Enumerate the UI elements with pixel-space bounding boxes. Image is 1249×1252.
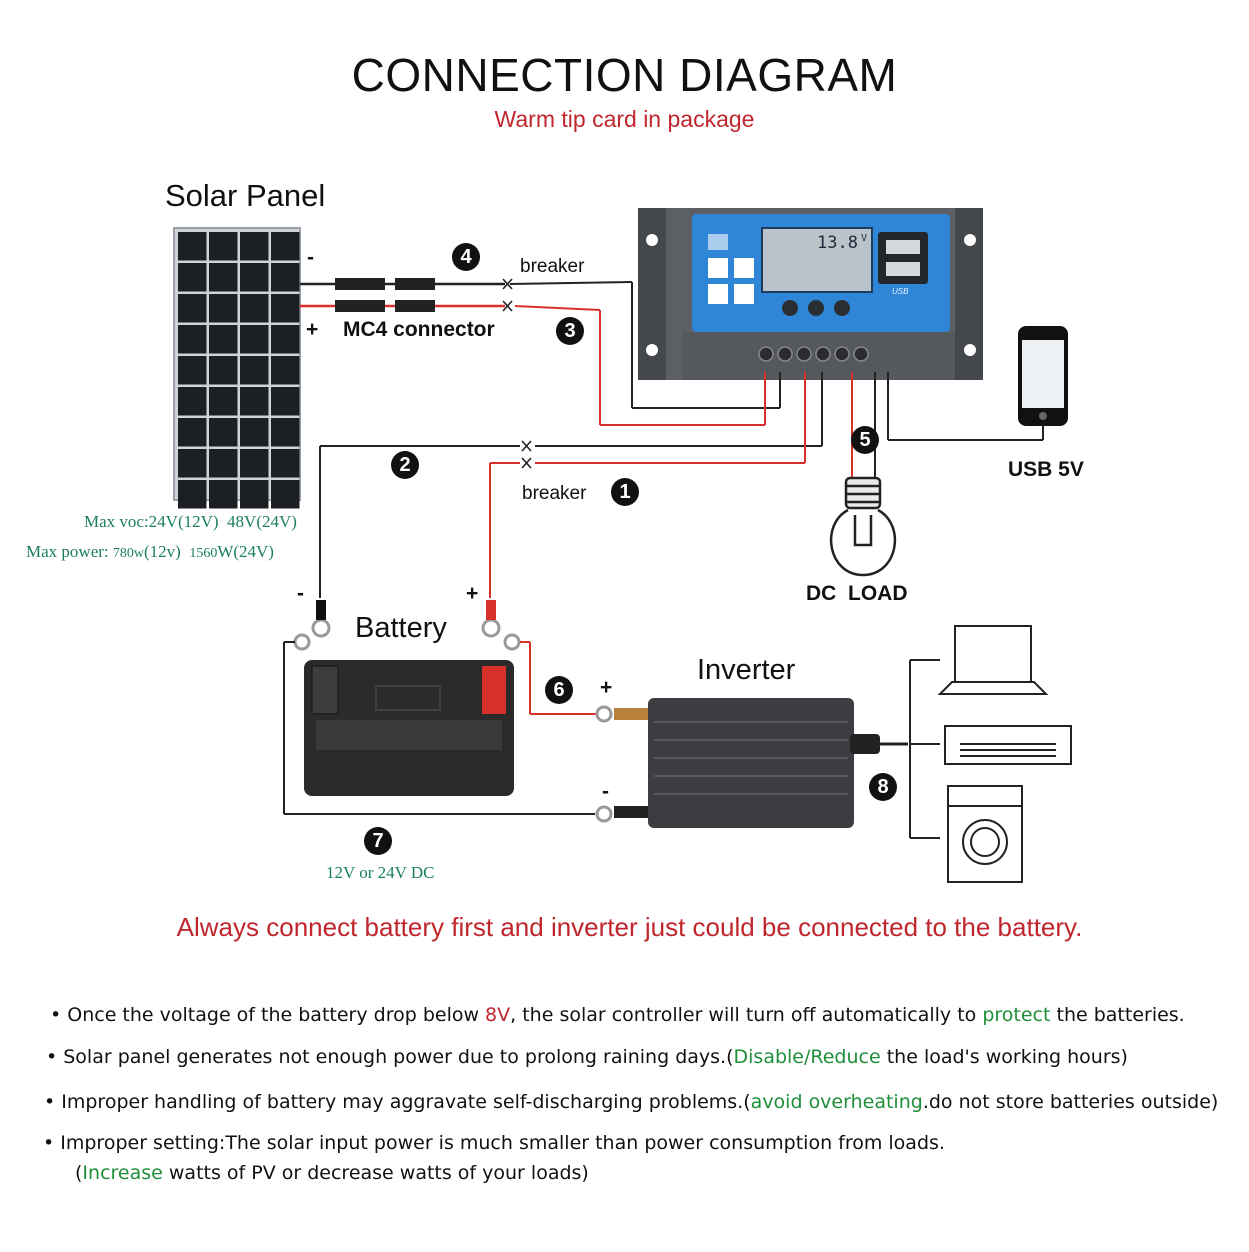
- solar-panel-graphic: [173, 227, 301, 509]
- step-8-badge: 8: [869, 773, 897, 801]
- solar-cell: [240, 263, 269, 292]
- solar-cell: [178, 449, 207, 478]
- solar-cell: [240, 294, 269, 323]
- controller-terminal: [777, 346, 793, 362]
- solar-cell: [178, 325, 207, 354]
- battery-wires: [319, 372, 1044, 598]
- solar-cell: [178, 356, 207, 385]
- page-subtitle: Warm tip card in package: [494, 106, 755, 132]
- lcd-display: [761, 227, 873, 293]
- step-5-badge: 5: [851, 426, 879, 454]
- inverter-plus-label: +: [600, 676, 613, 699]
- solar-cell: [209, 232, 238, 261]
- solar-cell: [178, 232, 207, 261]
- battery-label: Battery: [355, 612, 447, 644]
- solar-cell: [240, 387, 269, 416]
- max-voc-spec: Max voc:24V(12V) 48V(24V): [84, 512, 297, 531]
- smartphone-icon: [1018, 326, 1068, 426]
- controller-terminal: [853, 346, 869, 362]
- solar-cell: [178, 263, 207, 292]
- laptop-icon: [937, 625, 1049, 695]
- solar-cell: [271, 449, 300, 478]
- mc4-connector-label: MC4 connector: [343, 318, 495, 341]
- usb-ports: [878, 232, 928, 284]
- panel-plus-label: +: [306, 318, 319, 341]
- solar-cell: [178, 294, 207, 323]
- solar-cell: [209, 387, 238, 416]
- up-button: [808, 300, 824, 316]
- menu-button: [782, 300, 798, 316]
- solar-cell: [271, 263, 300, 292]
- battery-minus-label: -: [297, 582, 304, 605]
- inverter-graphic: [614, 659, 940, 839]
- solar-cell: [209, 325, 238, 354]
- controller-terminal: [834, 346, 850, 362]
- solar-cell: [209, 294, 238, 323]
- page-title: CONNECTION DIAGRAM: [351, 49, 898, 101]
- solar-cell: [240, 480, 269, 509]
- inverter-label: Inverter: [697, 654, 796, 686]
- solar-cell: [271, 418, 300, 447]
- usb-port-label: USB: [892, 287, 909, 296]
- solar-cell: [209, 263, 238, 292]
- note-1: • Once the voltage of the battery drop b…: [50, 1004, 1185, 1026]
- solar-cell: [178, 418, 207, 447]
- controller-terminal: [796, 346, 812, 362]
- dc-load-label: DC LOAD: [806, 582, 908, 605]
- down-button: [834, 300, 850, 316]
- solar-cell: [209, 356, 238, 385]
- solar-cell: [271, 232, 300, 261]
- solar-cell: [240, 418, 269, 447]
- solar-cell: [209, 418, 238, 447]
- step-3-badge: 3: [556, 317, 584, 345]
- max-power-spec: Max power: 780w(12v) 1560W(24V): [26, 542, 274, 561]
- battery-plus-label: +: [466, 582, 479, 605]
- breaker-bottom-label: breaker: [522, 483, 587, 504]
- step-4-badge: 4: [452, 243, 480, 271]
- dc-voltage-spec: 12V or 24V DC: [326, 863, 435, 882]
- step-6-badge: 6: [545, 676, 573, 704]
- usb-5v-label: USB 5V: [1008, 458, 1084, 481]
- solar-cell: [240, 356, 269, 385]
- solar-cell: [240, 325, 269, 354]
- warning-message: Always connect battery first and inverte…: [176, 912, 1083, 942]
- step-1-badge: 1: [611, 478, 639, 506]
- panel-wires: [300, 278, 781, 426]
- breaker-top-label: breaker: [520, 256, 585, 277]
- step-7-badge: 7: [364, 827, 392, 855]
- battery-graphic: [283, 600, 613, 823]
- inverter-minus-label: -: [602, 780, 609, 803]
- step-2-badge: 2: [391, 451, 419, 479]
- controller-terminal: [815, 346, 831, 362]
- air-conditioner-icon: [944, 725, 1072, 765]
- solar-cell: [178, 480, 207, 509]
- solar-cell: [209, 480, 238, 509]
- washing-machine-icon: [947, 785, 1023, 883]
- controller-terminal: [758, 346, 774, 362]
- solar-cell: [271, 294, 300, 323]
- breaker-marks: [502, 278, 532, 469]
- note-4-continued: (Increase watts of PV or decrease watts …: [75, 1162, 589, 1184]
- solar-cell: [209, 449, 238, 478]
- solar-charge-controller: [638, 208, 983, 380]
- note-4: • Improper setting:The solar input power…: [43, 1132, 945, 1154]
- panel-minus-label: -: [307, 246, 314, 269]
- solar-panel-label: Solar Panel: [165, 178, 326, 213]
- solar-cell: [271, 480, 300, 509]
- solar-cell: [271, 325, 300, 354]
- solar-cell: [240, 449, 269, 478]
- light-bulb-icon: [830, 476, 896, 577]
- note-3: • Improper handling of battery may aggra…: [44, 1091, 1219, 1113]
- solar-cell: [178, 387, 207, 416]
- solar-cell: [240, 232, 269, 261]
- solar-cell: [271, 356, 300, 385]
- solar-cell: [271, 387, 300, 416]
- note-2: • Solar panel generates not enough power…: [46, 1046, 1128, 1068]
